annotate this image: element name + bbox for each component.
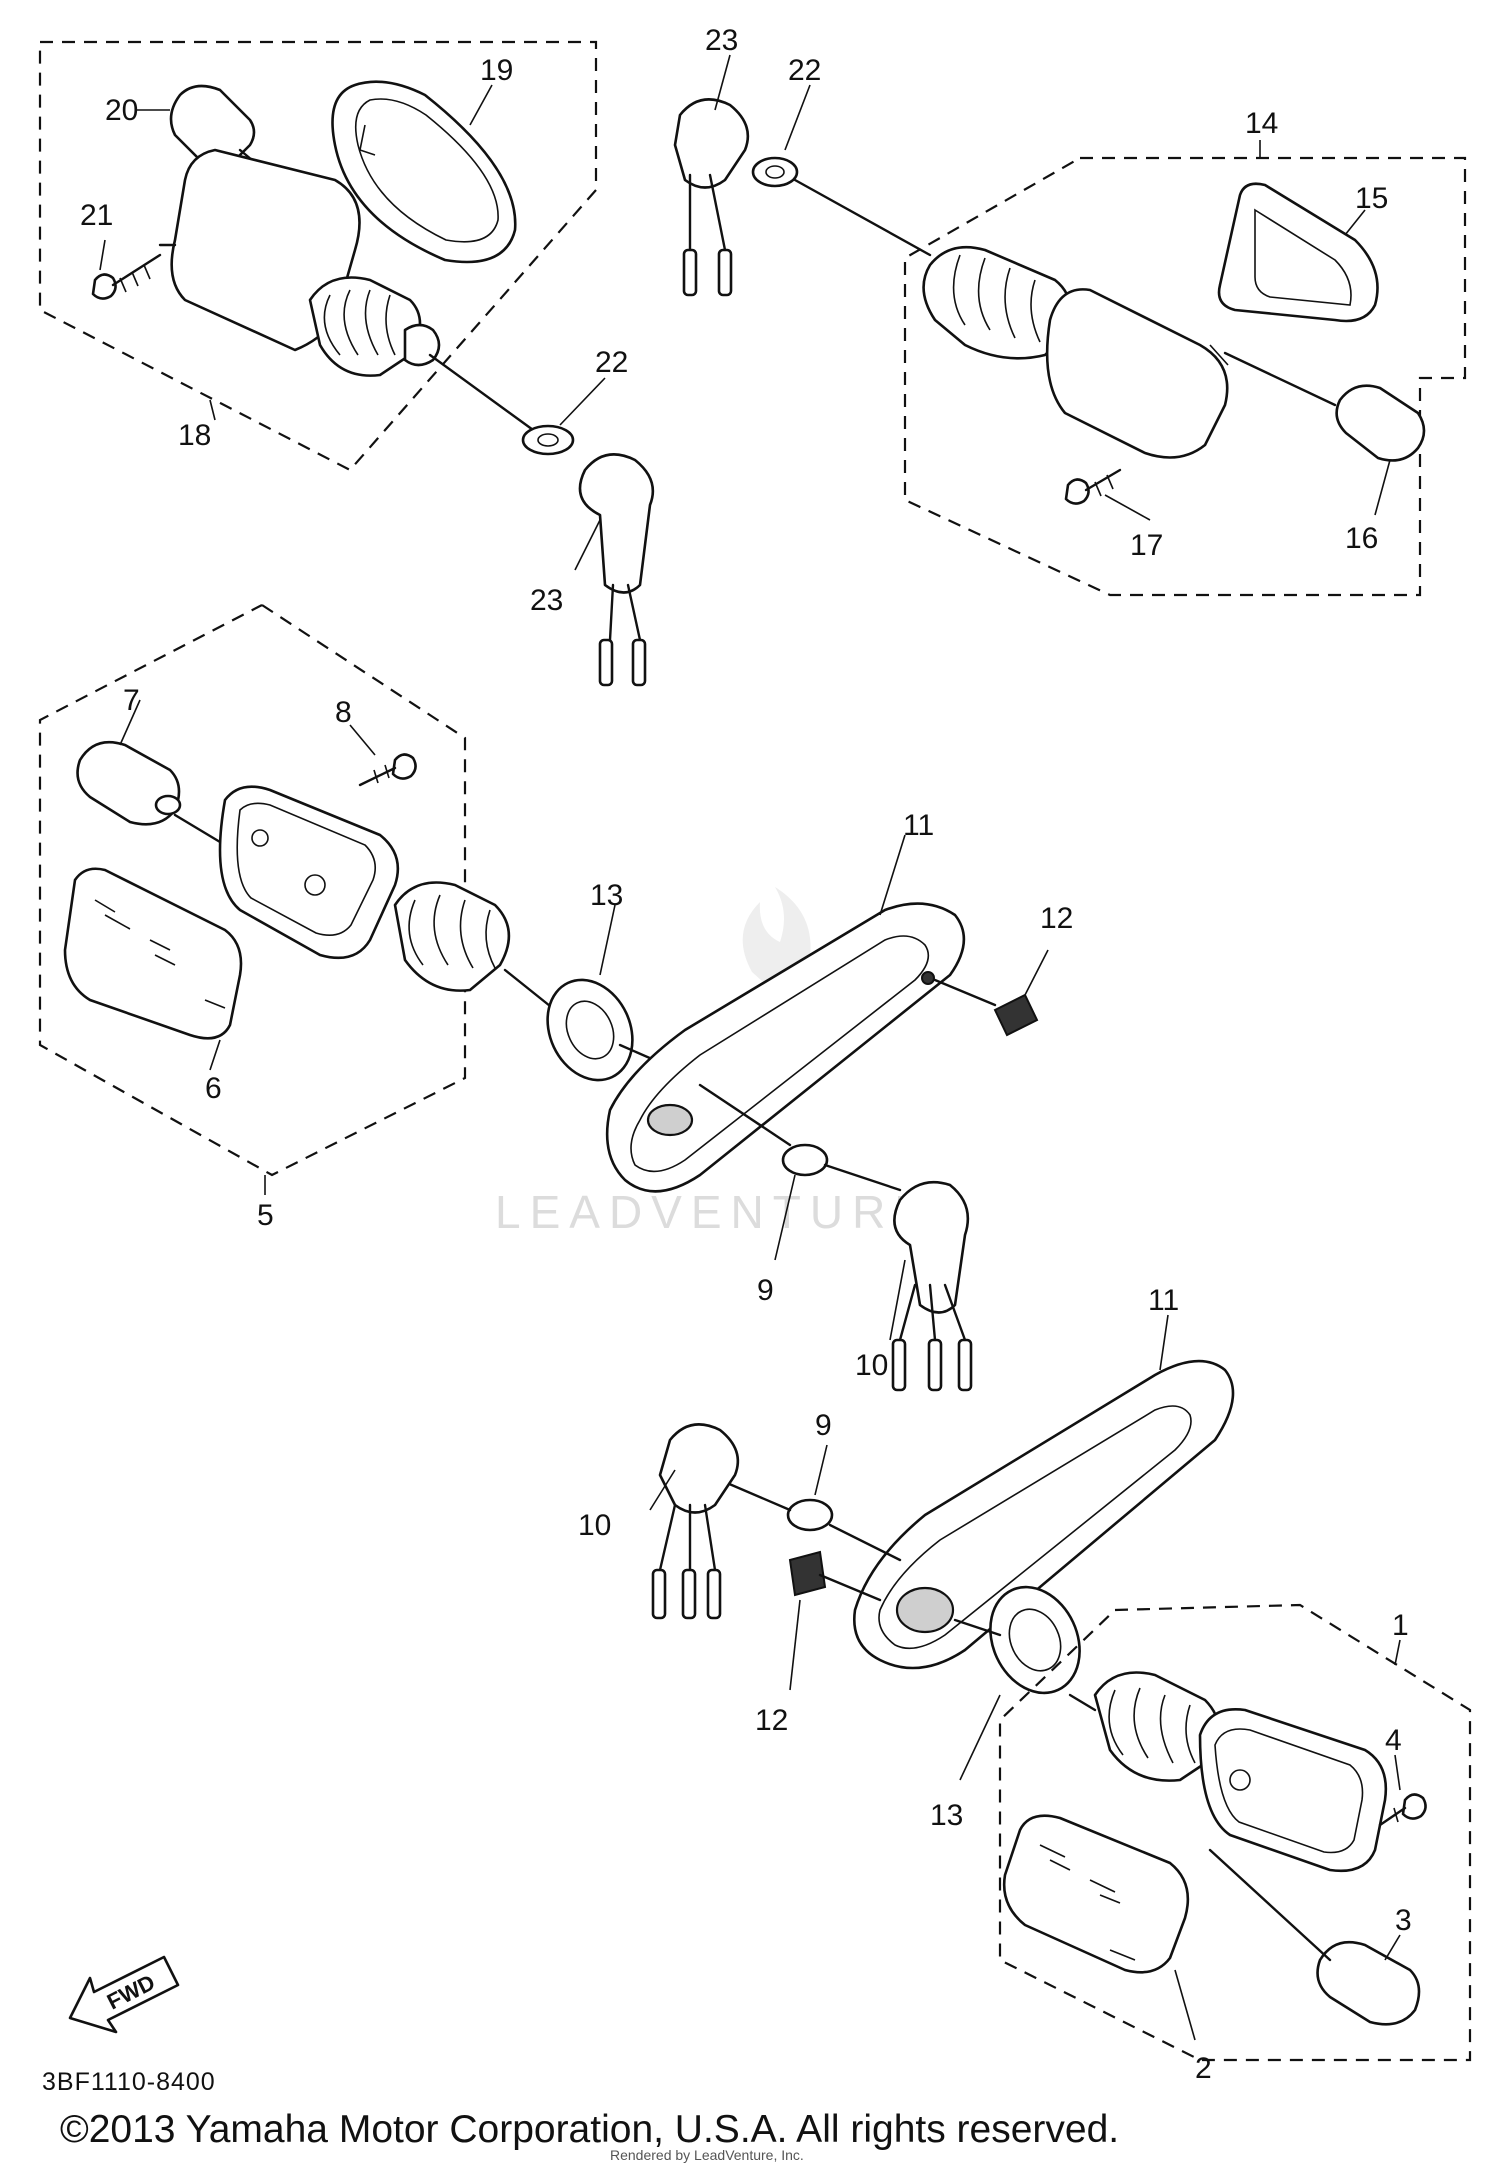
label-3: 3 — [1395, 1904, 1412, 1937]
label-19: 19 — [480, 54, 513, 87]
label-13-upper: 13 — [590, 879, 623, 912]
label-12-upper: 12 — [1040, 902, 1073, 935]
label-9-upper: 9 — [757, 1274, 774, 1307]
label-10-lower: 10 — [578, 1509, 611, 1542]
label-12-lower: 12 — [755, 1704, 788, 1737]
label-5: 5 — [257, 1199, 274, 1232]
bracket-lower: 11 9 10 12 13 — [578, 1284, 1235, 1832]
label-17: 17 — [1130, 529, 1163, 562]
label-4: 4 — [1385, 1724, 1402, 1757]
label-21: 21 — [80, 199, 113, 232]
label-10-upper: 10 — [855, 1349, 888, 1382]
assembly-5: 7 8 6 5 13 — [38, 604, 702, 1232]
label-11-lower: 11 — [1148, 1284, 1179, 1317]
label-22-left: 22 — [595, 346, 628, 379]
label-22-right: 22 — [788, 54, 821, 87]
fwd-arrow-icon: FWD — [68, 1955, 180, 2034]
label-13-lower: 13 — [930, 1799, 963, 1832]
assembly-18: 20 19 21 18 22 23 — [38, 40, 655, 687]
watermark-text: LEADVENTURE — [495, 1186, 934, 1238]
label-15: 15 — [1355, 182, 1388, 215]
diagram-code: 3BF1110-8400 — [42, 2068, 216, 2096]
assembly-1: 1 4 3 2 — [998, 1603, 1472, 2085]
bracket-upper: 11 12 9 10 — [605, 809, 1073, 1392]
label-7: 7 — [123, 684, 140, 717]
copyright-notice: ©2013 Yamaha Motor Corporation, U.S.A. A… — [60, 2108, 1120, 2151]
label-20: 20 — [105, 94, 138, 127]
label-23-left: 23 — [530, 584, 563, 617]
label-14: 14 — [1245, 107, 1278, 140]
label-2: 2 — [1195, 2052, 1212, 2085]
watermark: LEADVENTURE — [495, 887, 934, 1238]
label-23-right: 23 — [705, 24, 738, 57]
label-18: 18 — [178, 419, 211, 452]
label-1: 1 — [1392, 1609, 1409, 1642]
label-8: 8 — [335, 696, 352, 729]
assembly-14: 23 22 14 15 16 17 — [673, 24, 1467, 597]
rendered-note: Rendered by LeadVenture, Inc. — [610, 2147, 804, 2163]
label-16: 16 — [1345, 522, 1378, 555]
label-11-upper: 11 — [903, 809, 934, 842]
label-6: 6 — [205, 1072, 222, 1105]
label-9-lower: 9 — [815, 1409, 832, 1442]
